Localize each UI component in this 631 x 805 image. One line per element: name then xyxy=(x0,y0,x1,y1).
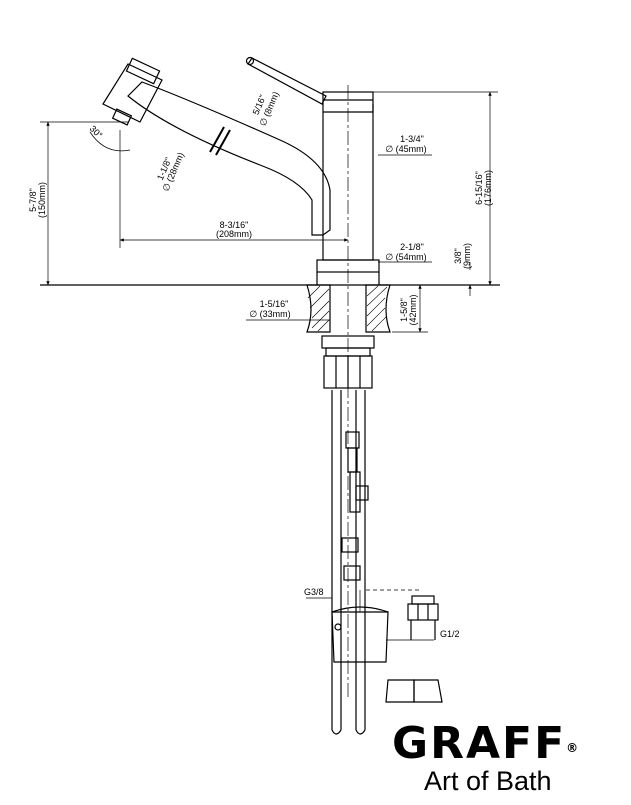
valve-connector xyxy=(407,595,439,640)
dim-spout-height-frac: 5-7/8" xyxy=(28,188,38,212)
dim-body-frac: 1-3/4" xyxy=(400,134,424,144)
dim-total-height-mm: (176mm) xyxy=(483,170,493,206)
dim-deck-mm: (42mm) xyxy=(408,294,418,325)
brand-name: GRAFF® xyxy=(392,722,612,766)
faucet-body xyxy=(316,85,380,700)
brand-logo: GRAFF® Art of Bath xyxy=(392,722,612,797)
dim-hole-mm: ∅ (33mm) xyxy=(249,309,290,319)
dim-total-height-frac: 6-15/16" xyxy=(474,171,484,205)
dim-body-mm: ∅ (45mm) xyxy=(385,144,426,154)
dim-deck-frac: 1-5/8" xyxy=(399,298,409,322)
dim-reach-mm: (208mm) xyxy=(216,229,252,239)
faucet-lever xyxy=(245,56,327,105)
dim-hole-frac: 1-5/16" xyxy=(260,299,289,309)
faucet-spout xyxy=(127,81,331,236)
dim-base-frac: 2-1/8" xyxy=(400,242,424,252)
dim-base-height-mm: (9mm) xyxy=(462,243,472,269)
dim-base-height-frac: 3/8" xyxy=(453,248,463,264)
registered-mark: ® xyxy=(566,741,581,755)
clip-part xyxy=(385,679,443,703)
dim-spout-height-mm: (150mm) xyxy=(37,182,47,218)
dimension-labels: 5-7/8" (150mm) 6-15/16" (176mm) 8-3/16" … xyxy=(28,90,493,639)
dim-angle: 30° xyxy=(88,124,105,141)
dim-base-mm: ∅ (54mm) xyxy=(385,252,426,262)
deck-section xyxy=(306,284,391,333)
brand-wordmark: GRAFF xyxy=(392,718,567,769)
mounting-nut xyxy=(321,335,375,389)
supply-hoses xyxy=(331,390,369,735)
dim-thread-supply: G3/8 xyxy=(304,587,324,597)
brand-tagline: Art of Bath xyxy=(424,766,552,796)
spray-head xyxy=(102,57,163,126)
dimension-lines xyxy=(40,91,498,641)
dim-thread-valve: G1/2 xyxy=(440,629,460,639)
dim-reach-frac: 8-3/16" xyxy=(220,220,249,230)
